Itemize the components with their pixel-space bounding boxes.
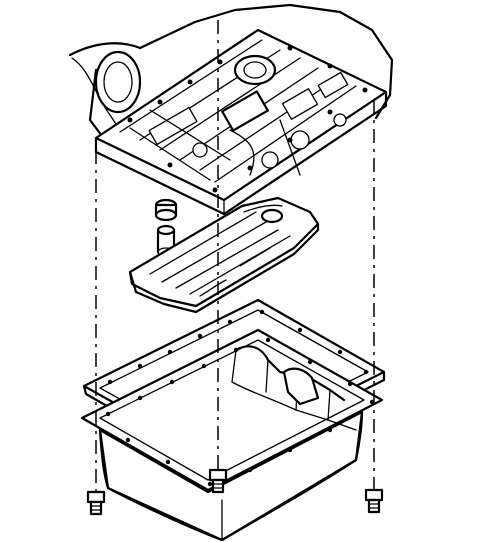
pan-bolts: [86, 468, 384, 516]
pan-bolt-right: [364, 488, 384, 514]
pan-bolt-left: [86, 490, 106, 516]
valve-body-detail: [119, 39, 368, 193]
fluid-filter: [128, 196, 320, 314]
oil-pan: [80, 328, 384, 542]
filter-seal: [154, 198, 178, 257]
alignment-lines: [95, 20, 375, 492]
pan-bolt-center: [208, 468, 228, 494]
valve-body: [68, 3, 394, 216]
